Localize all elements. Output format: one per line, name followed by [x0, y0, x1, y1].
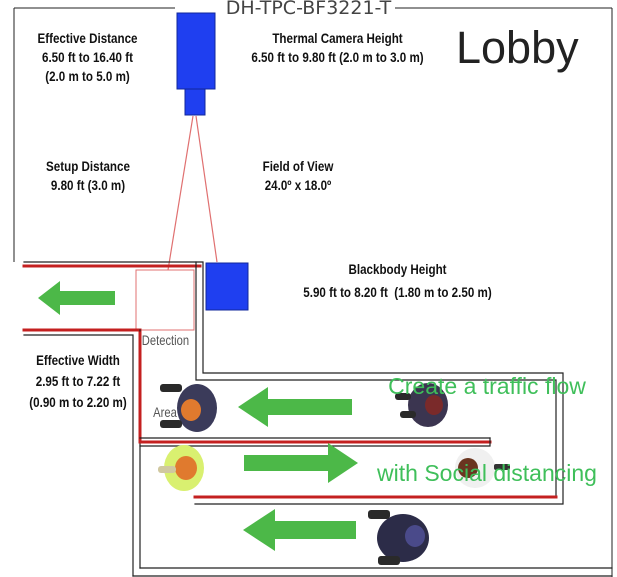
- person-icon: [455, 448, 510, 488]
- blackbody-height-label: Blackbody Height: [348, 262, 447, 277]
- detection-area-line2: Area: [153, 404, 177, 420]
- field-of-view-label: Field of View: [262, 159, 334, 174]
- traffic-note-line1: Create a traffic flow: [388, 373, 586, 399]
- effective-width-label: Effective Width: [36, 353, 120, 368]
- fov-line-right: [195, 115, 218, 263]
- detection-area-line1: Detection: [141, 332, 190, 348]
- effective-width-m: (0.90 m to 2.20 m): [29, 395, 127, 410]
- person-icon: [368, 510, 429, 565]
- flow-arrow-icon: [243, 509, 356, 551]
- setup-distance-label: Setup Distance: [46, 159, 130, 174]
- field-of-view-value: 24.0º x 18.0º: [264, 178, 332, 193]
- traffic-note-line2: with Social distancing: [377, 460, 597, 486]
- effective-distance-ft: 6.50 ft to 16.40 ft: [42, 50, 133, 65]
- person-icon: [395, 383, 448, 427]
- flow-arrow-icon: [238, 387, 352, 427]
- camera-height-value: 6.50 ft to 9.80 ft (2.0 m to 3.0 m): [251, 50, 424, 65]
- person-icon: [158, 445, 204, 491]
- traffic-flow-note: Create a traffic flow with Social distan…: [352, 314, 617, 546]
- effective-distance-label: Effective Distance: [37, 31, 138, 46]
- flow-arrow-icon: [38, 281, 115, 315]
- flow-arrows: [38, 281, 358, 551]
- person-icon: [160, 384, 217, 432]
- detection-area-label: Detection Area: [141, 280, 190, 472]
- effective-width-ft: 2.95 ft to 7.22 ft: [35, 374, 121, 389]
- effective-distance-m: (2.0 m to 5.0 m): [45, 69, 130, 84]
- thermal-camera-icon: [176, 12, 216, 116]
- setup-distance-value: 9.80 ft (3.0 m): [50, 178, 126, 193]
- blackbody-icon: [205, 262, 249, 311]
- flow-arrow-icon: [244, 443, 358, 483]
- location-label: Lobby: [456, 22, 579, 73]
- blackbody-height-value: 5.90 ft to 8.20 ft (1.80 m to 2.50 m): [303, 285, 492, 300]
- camera-height-label: Thermal Camera Height: [272, 31, 403, 46]
- detection-area-box: [135, 269, 195, 331]
- corridor-walls: [22, 261, 613, 577]
- fov-line-left: [167, 115, 194, 271]
- device-model-title: DH-TPC-BF3221-T: [225, 0, 392, 19]
